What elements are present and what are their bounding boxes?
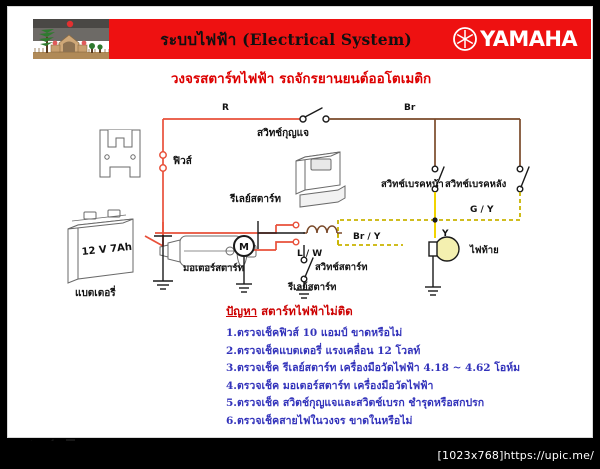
tuning-fork-icon: [453, 27, 478, 51]
list-item: 2.ตรวจเช็คแบตเตอรี่ แรงเคลื่อน 12 โวลท์: [226, 344, 421, 357]
checklist-heading-keyword: ปัญหา: [226, 304, 258, 318]
school-photo-logo: [33, 19, 111, 59]
battery-label: แบตเตอรี่: [75, 285, 116, 299]
checklist-heading: ปัญหา สตาร์ทไฟฟ้าไม่ติด: [226, 303, 586, 321]
wire-code-br: Br: [404, 103, 416, 113]
motor-ground-symbol: [236, 256, 252, 293]
motor-symbol: M: [233, 235, 255, 257]
tail-light-symbol: [428, 236, 460, 262]
wire-code-bry: Br / Y: [353, 232, 381, 242]
wiring-diagram: 12 V 7Ah แบตเตอรี่: [67, 103, 530, 299]
rear-brake-switch-symbol: [516, 165, 530, 193]
troubleshooting-checklist: ปัญหา สตาร์ทไฟฟ้าไม่ติด 1.ตรวจเช็คฟิวส์ …: [226, 303, 586, 430]
diagram-subtitle: วงจรสตาร์ทไฟฟ้า รถจักรยานยนต์ออโตเมติก: [170, 71, 432, 87]
wire-code-gy: G / Y: [470, 205, 494, 215]
start-relay-label: รีเลย์สตาร์ท: [287, 281, 336, 293]
ignition-switch-symbol: [299, 107, 330, 123]
start-switch-symbol: [300, 245, 314, 283]
front-brake-switch-label: สวิทช์เบรคหน้า: [381, 178, 444, 190]
footer-source-text: [1023x768]https://upic.me/: [437, 448, 594, 462]
list-item: 1.ตรวจเช็คฟิวส์ 10 แอมป์ ขาดหรือไม่: [226, 327, 403, 339]
fuse-label: ฟิวส์: [173, 155, 193, 167]
footer-bar: [1023x768]https://upic.me/: [0, 441, 600, 469]
wire-code-y: Y: [441, 229, 449, 239]
checklist-items: 1.ตรวจเช็คฟิวส์ 10 แอมป์ ขาดหรือไม่ 2.ตร…: [226, 325, 586, 430]
wire-code-r: R: [222, 103, 229, 113]
battery-rating-label: 12 V 7Ah: [81, 242, 132, 258]
start-relay-illustration: [295, 151, 346, 208]
wire-code-lw: L / W: [297, 249, 322, 259]
battery-ground-symbol: [153, 235, 173, 290]
list-item: 5.ตรวจเช็ค สวิตช์กุญแจและสวิตช์เบรก ชำรุ…: [226, 397, 485, 409]
logo-illustration: [33, 19, 111, 59]
header-band: ระบบไฟฟ้า (Electrical System) YAMAHA: [109, 19, 591, 59]
starter-motor-label: มอเตอร์สตาร์ท: [183, 262, 244, 274]
relay-coil-symbol: [303, 225, 342, 234]
relay-contact-bus: [257, 221, 305, 249]
page-title: ระบบไฟฟ้า (Electrical System): [160, 29, 412, 49]
rear-brake-switch-label: สวิทช์เบรคหลัง: [445, 178, 507, 190]
checklist-heading-rest: สตาร์ทไฟฟ้าไม่ติด: [257, 304, 353, 318]
start-relay-caption: รีเลย์สตาร์ท: [229, 193, 281, 205]
tail-light-ground-symbol: [425, 256, 441, 296]
yamaha-wordmark: YAMAHA: [480, 27, 577, 51]
ignition-switch-label: สวิทช์กุญแจ: [257, 127, 309, 139]
brown-wire: [329, 118, 521, 167]
motor-symbol-letter: M: [239, 242, 249, 253]
list-item: 6.ตรวจเช็คสายไฟในวงจร ขาดในหรือไม่: [226, 414, 413, 427]
front-brake-switch-symbol: [431, 165, 445, 193]
document-sheet: ระบบไฟฟ้า (Electrical System) YAMAHA วงจ…: [7, 6, 593, 438]
fuse-symbol: [159, 151, 167, 172]
start-switch-ground-symbol: [296, 282, 312, 299]
fuse-illustration: [99, 129, 141, 178]
green-yellow-wire: [337, 192, 521, 246]
list-item: 4.ตรวจเช็ค มอเตอร์สตาร์ท เครื่องมือวัดไฟ…: [226, 379, 434, 392]
start-switch-label: สวิทช์สตาร์ท: [315, 261, 368, 273]
yamaha-logo: YAMAHA: [453, 27, 591, 51]
relay-contact-terminals: [292, 221, 300, 246]
wire-junction-dot: [432, 217, 438, 223]
battery-illustration: [67, 209, 134, 284]
list-item: 3.ตรวจเช็ค รีเลย์สตาร์ท เครื่องมือวัดไฟฟ…: [226, 362, 521, 374]
tail-light-label: ไฟท้าย: [469, 244, 499, 256]
